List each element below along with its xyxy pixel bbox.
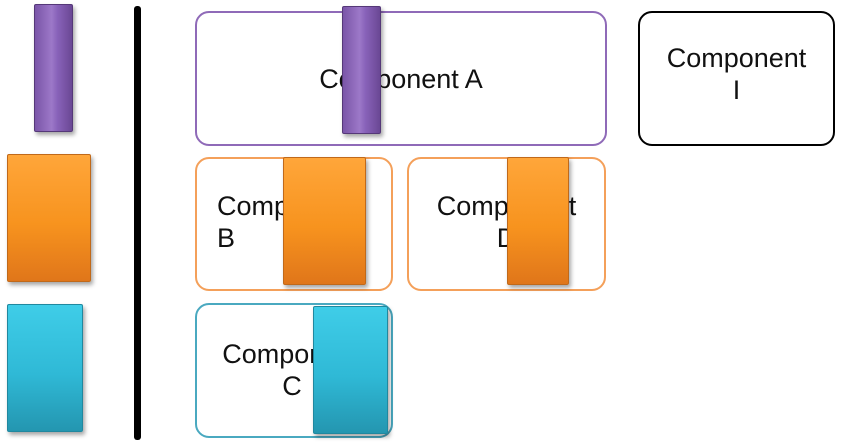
component-i-label: Component I bbox=[666, 43, 807, 105]
component-d-box[interactable]: Component D bbox=[407, 157, 606, 291]
legend-bar-purple bbox=[34, 4, 73, 132]
legend-bar-cyan bbox=[7, 304, 83, 432]
divider-line bbox=[134, 6, 141, 440]
component-b-bar bbox=[283, 157, 366, 285]
component-a-label: Component A bbox=[319, 64, 483, 94]
component-d-bar bbox=[507, 157, 569, 285]
component-a-bar bbox=[342, 6, 381, 134]
component-a-box[interactable]: Component A bbox=[195, 11, 607, 146]
legend-bar-orange bbox=[7, 154, 91, 282]
component-i-box[interactable]: Component I bbox=[638, 11, 835, 146]
component-c-bar bbox=[313, 306, 388, 434]
